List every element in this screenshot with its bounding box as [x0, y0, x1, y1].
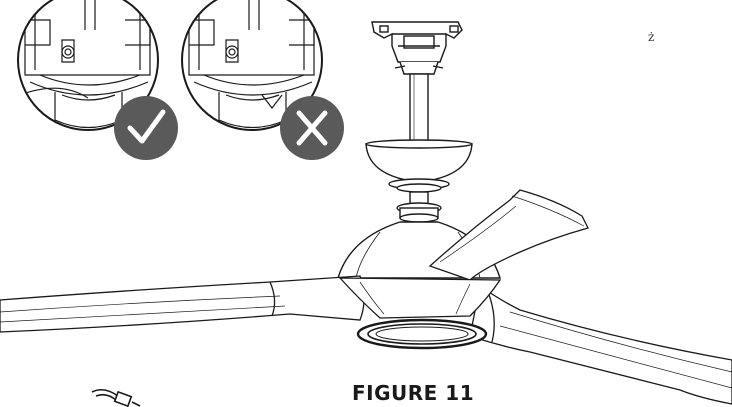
checkmark-icon: [127, 109, 166, 144]
incorrect-detail-circle: [181, 0, 344, 160]
canopy: [365, 139, 473, 193]
motor-coupler: [396, 191, 442, 223]
plug-icon: [91, 388, 141, 407]
downrod: [409, 73, 429, 145]
light-ring: [356, 318, 488, 350]
blade-hub: [338, 277, 502, 319]
stray-mark: ż: [648, 30, 655, 44]
correct-detail-circle: [17, 0, 178, 160]
ceiling-mount: [371, 21, 463, 75]
fan-blades: [0, 189, 732, 405]
cross-icon: [296, 110, 328, 146]
checkmark-badge: [114, 96, 178, 160]
figure-label: FIGURE 11: [352, 381, 475, 405]
